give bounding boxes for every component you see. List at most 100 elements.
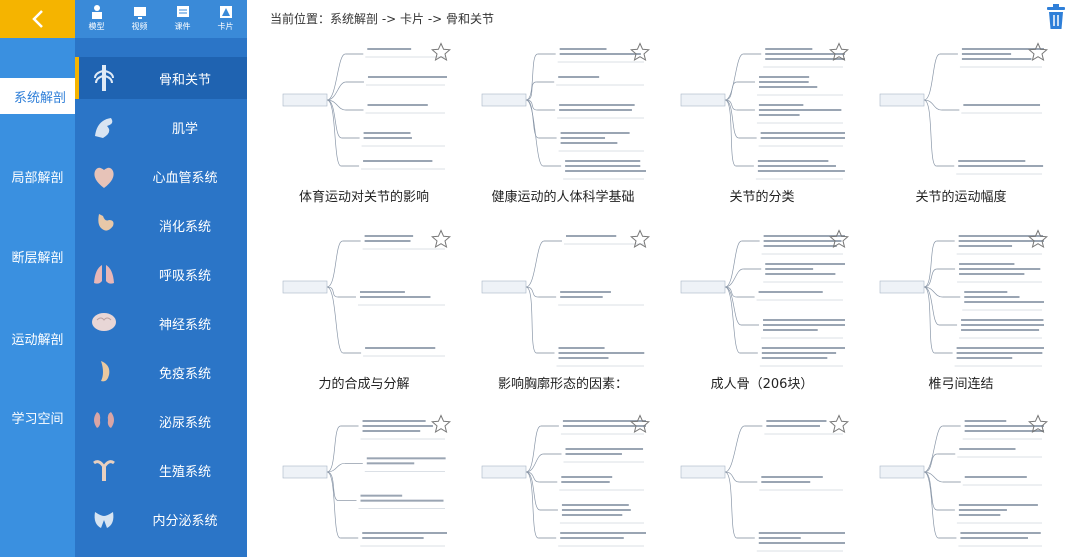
tab-video[interactable]: 视频	[118, 0, 161, 38]
trash-icon[interactable]	[1044, 3, 1068, 31]
card-title: 健康运动的人体科学基础	[491, 190, 635, 205]
system-item-muscle[interactable]: 肌学	[75, 106, 247, 148]
lungs-icon	[94, 265, 114, 284]
rail-item-0[interactable]: 系统解剖	[0, 78, 80, 114]
knowledge-card[interactable]	[872, 412, 1050, 557]
system-label: 骨和关节	[158, 72, 211, 88]
knowledge-card[interactable]	[275, 412, 453, 557]
knowledge-card[interactable]: 影响胸廓形态的因素：	[474, 227, 652, 399]
knowledge-card[interactable]	[673, 412, 851, 557]
rail-item-4[interactable]: 学习空间	[11, 411, 64, 427]
breadcrumb: 当前位置：系统解剖 -> 卡片 -> 骨和关节	[270, 12, 495, 26]
system-item-immune[interactable]: 免疫系统	[75, 351, 247, 393]
system-item-stomach[interactable]: 消化系统	[75, 204, 247, 246]
card-title: 影响胸廓形态的因素：	[497, 377, 628, 392]
mindmap-thumbnail	[282, 48, 447, 170]
system-label: 呼吸系统	[158, 268, 211, 284]
card-title: 体育运动对关节的影响	[298, 190, 429, 205]
stomach-icon	[98, 214, 114, 231]
star-icon[interactable]	[829, 42, 849, 62]
rail-item-1[interactable]: 局部解剖	[11, 170, 64, 186]
mindmap-thumbnail	[481, 235, 645, 367]
muscle-icon	[95, 118, 113, 138]
knowledge-card[interactable]: 健康运动的人体科学基础	[474, 40, 652, 212]
heart-icon	[94, 167, 114, 188]
immune-icon	[101, 361, 110, 382]
mindmap-thumbnail	[481, 48, 646, 180]
brain-icon	[92, 313, 116, 331]
thyroid-icon	[94, 512, 114, 528]
knowledge-card[interactable]: 关节的运动幅度	[872, 40, 1050, 212]
skeleton-icon	[94, 65, 114, 91]
card-thumbnail[interactable]	[474, 412, 652, 552]
mindmap-thumbnail	[481, 420, 646, 547]
card-title: 关节的运动幅度	[915, 190, 1007, 205]
card-title: 关节的分类	[729, 190, 795, 205]
card-thumbnail[interactable]	[275, 227, 453, 367]
star-icon[interactable]	[431, 42, 451, 62]
star-icon[interactable]	[1028, 229, 1048, 249]
tab-card[interactable]: 卡片	[204, 0, 247, 38]
tab-label: 模型	[88, 22, 105, 31]
knowledge-card[interactable]: 体育运动对关节的影响	[275, 40, 453, 212]
star-icon[interactable]	[630, 229, 650, 249]
knowledge-card[interactable]: 力的合成与分解	[275, 227, 453, 399]
rail-item-3[interactable]: 运动解剖	[11, 332, 64, 348]
card-thumbnail[interactable]	[673, 412, 851, 552]
system-item-kidney[interactable]: 泌尿系统	[75, 400, 247, 442]
back-button[interactable]	[0, 0, 75, 38]
video-icon	[133, 7, 146, 19]
rail-item-2[interactable]: 断层解剖	[11, 250, 64, 266]
knowledge-card[interactable]: 成人骨（206块）	[673, 227, 851, 399]
system-item-lungs[interactable]: 呼吸系统	[75, 253, 247, 295]
star-icon[interactable]	[1028, 414, 1048, 434]
system-item-brain[interactable]: 神经系统	[75, 302, 247, 344]
card-thumbnail[interactable]	[673, 227, 851, 367]
star-icon[interactable]	[1028, 42, 1048, 62]
system-label: 生殖系统	[158, 464, 211, 480]
card-thumbnail[interactable]	[275, 412, 453, 552]
card-title: 椎弓间连结	[928, 377, 994, 392]
star-icon[interactable]	[431, 414, 451, 434]
star-icon[interactable]	[431, 229, 451, 249]
tab-courseware[interactable]: 课件	[161, 0, 204, 38]
knowledge-card[interactable]: 椎弓间连结	[872, 227, 1050, 399]
card-thumbnail[interactable]	[474, 40, 652, 180]
tab-model[interactable]: 模型	[75, 0, 118, 38]
reproductive-icon	[93, 460, 115, 481]
system-label: 心血管系统	[152, 170, 218, 186]
card-thumbnail[interactable]	[872, 412, 1050, 552]
knowledge-card[interactable]: 关节的分类	[673, 40, 851, 212]
card-thumbnail[interactable]	[872, 227, 1050, 367]
mindmap-thumbnail	[680, 48, 845, 180]
card-icon	[219, 6, 232, 18]
card-thumbnail[interactable]	[474, 227, 652, 367]
system-item-thyroid[interactable]: 内分泌系统	[75, 498, 247, 540]
mindmap-thumbnail	[879, 48, 1044, 175]
kidney-icon	[94, 412, 114, 428]
model-icon	[91, 5, 102, 19]
mindmap-thumbnail	[879, 420, 1044, 547]
star-icon[interactable]	[829, 229, 849, 249]
system-item-heart[interactable]: 心血管系统	[75, 155, 247, 197]
system-label: 内分泌系统	[152, 513, 218, 529]
courseware-icon	[176, 6, 189, 17]
star-icon[interactable]	[630, 42, 650, 62]
system-column: 模型 视频 课件卡片 骨和关节肌学心血管系统消化系统呼吸系统神经系统免疫系统泌尿系统…	[75, 0, 247, 557]
mindmap-thumbnail	[680, 420, 845, 552]
system-item-reproductive[interactable]: 生殖系统	[75, 449, 247, 491]
star-icon[interactable]	[630, 414, 650, 434]
system-label: 免疫系统	[158, 366, 211, 382]
left-rail: 系统解剖局部解剖断层解剖运动解剖学习空间	[0, 0, 80, 557]
mindmap-thumbnail	[282, 420, 447, 547]
knowledge-card[interactable]	[474, 412, 652, 557]
card-thumbnail[interactable]	[872, 40, 1050, 180]
star-icon[interactable]	[829, 414, 849, 434]
chevron-left-icon	[31, 10, 43, 28]
card-thumbnail[interactable]	[673, 40, 851, 180]
card-thumbnail[interactable]	[275, 40, 453, 180]
system-label: 泌尿系统	[158, 415, 211, 431]
system-item-skeleton[interactable]: 骨和关节	[75, 57, 247, 99]
mindmap-thumbnail	[879, 235, 1044, 367]
tab-label: 视频	[131, 22, 148, 31]
